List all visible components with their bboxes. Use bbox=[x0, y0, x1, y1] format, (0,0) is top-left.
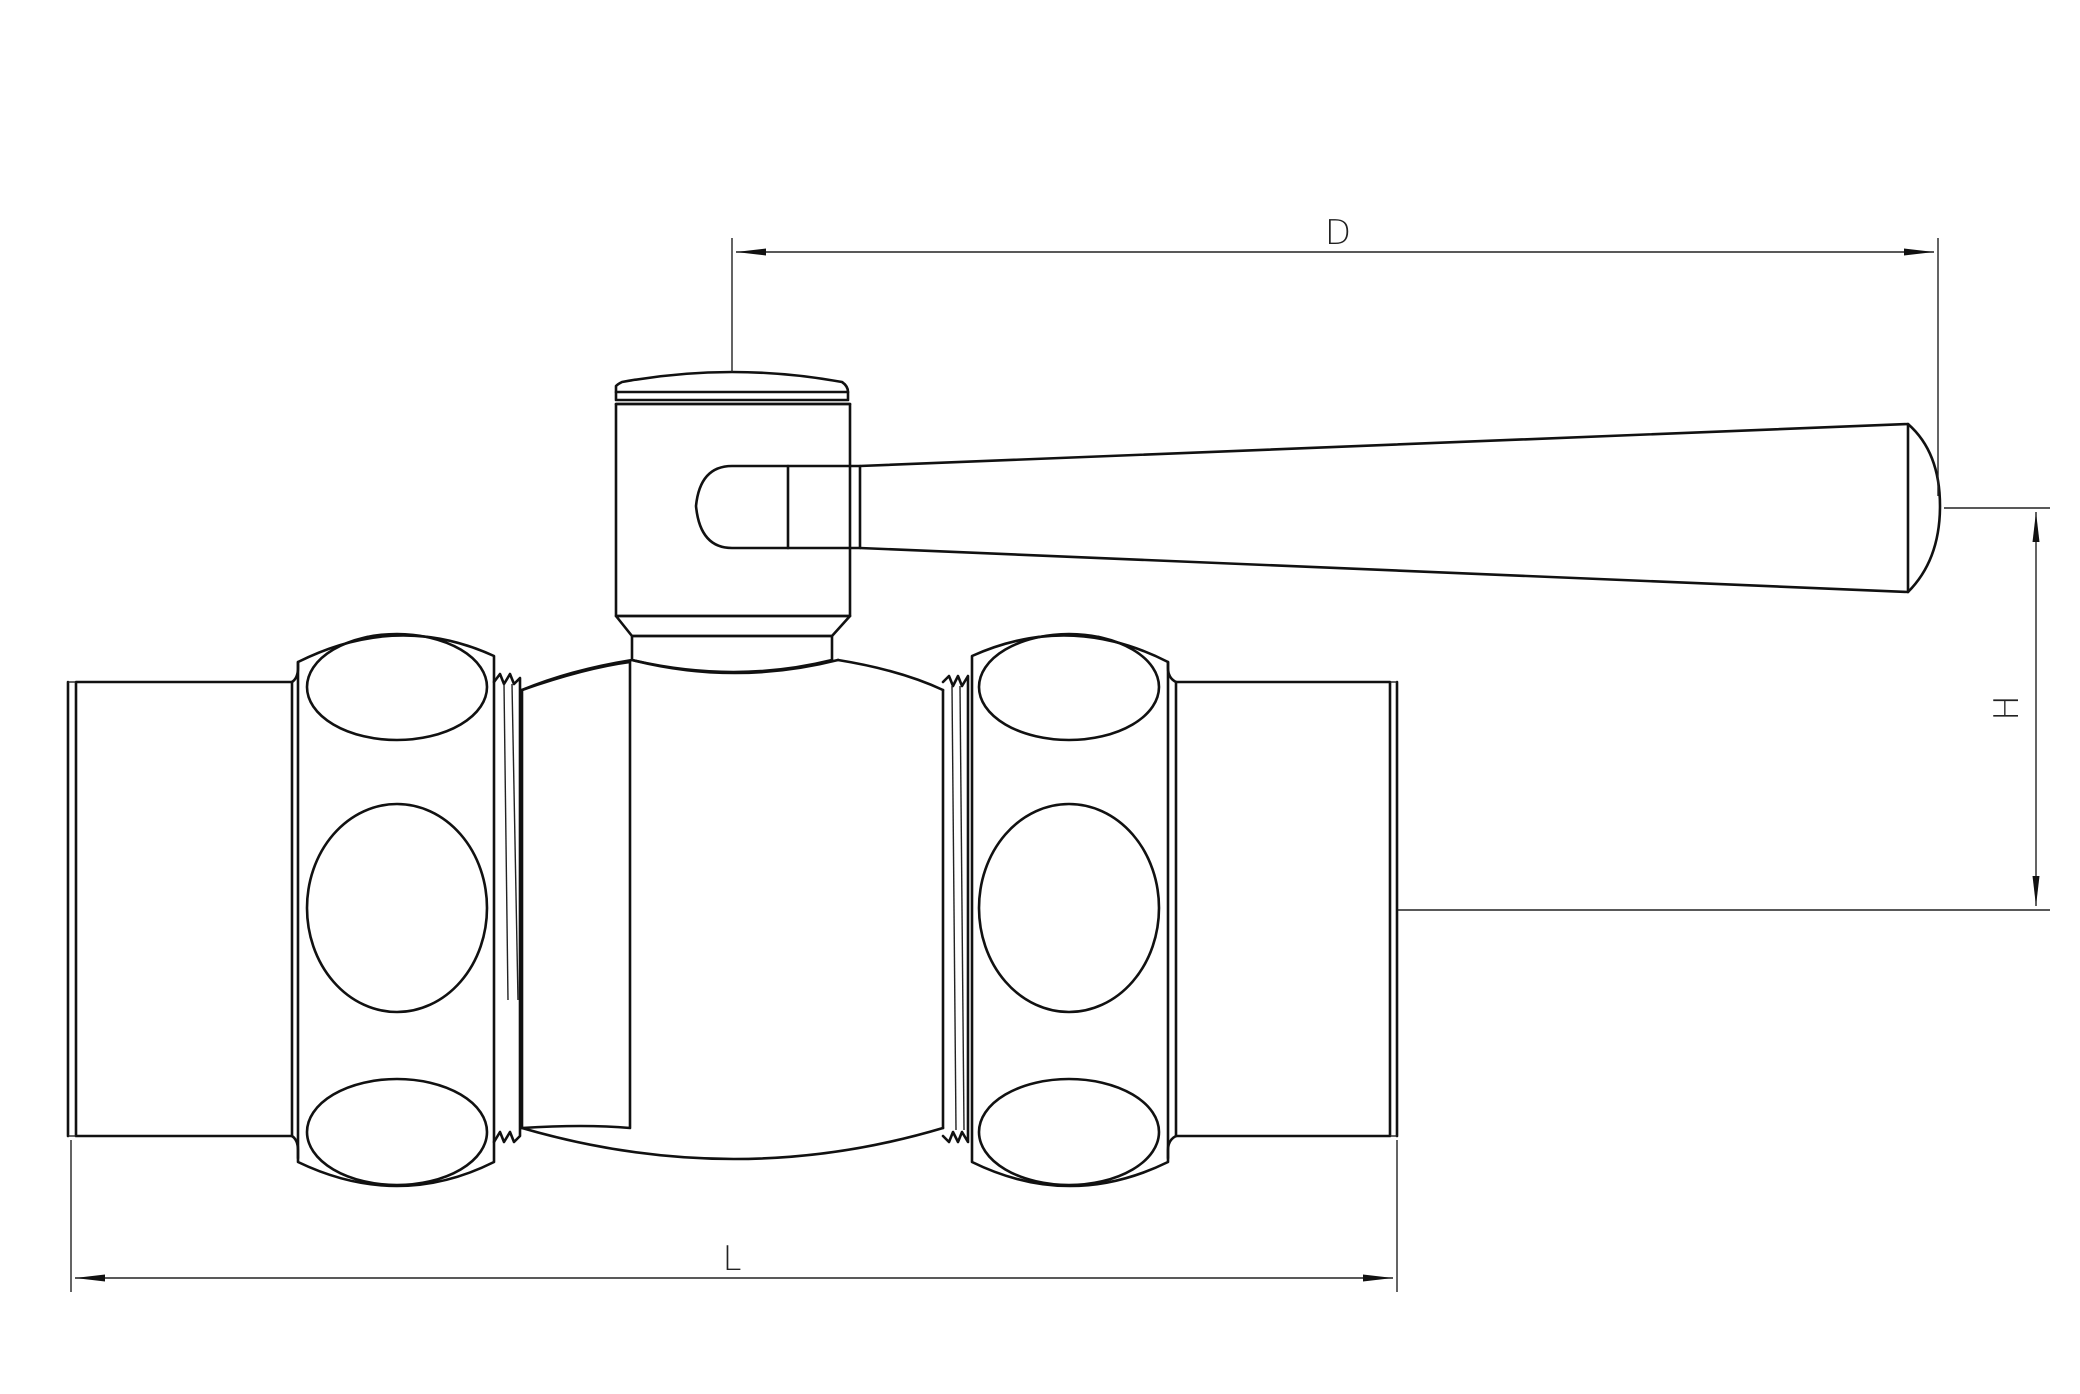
left-pipe-end bbox=[66, 660, 300, 1160]
dimension-h-label: H bbox=[1987, 695, 2027, 721]
right-pipe-end bbox=[1166, 660, 1399, 1160]
dimension-d-label: D bbox=[1325, 213, 1351, 253]
handle-socket bbox=[786, 464, 862, 550]
stem-assembly bbox=[614, 370, 1942, 674]
stem-head bbox=[614, 402, 852, 618]
dimension-h: H bbox=[1398, 507, 2050, 911]
stem-nub bbox=[694, 464, 790, 550]
left-union-nut bbox=[296, 632, 496, 1188]
right-thread bbox=[941, 674, 970, 1144]
lever-handle bbox=[858, 422, 1942, 594]
dimension-l-label: L bbox=[723, 1239, 742, 1279]
dimension-l: L bbox=[70, 1140, 1398, 1292]
right-union-nut bbox=[970, 632, 1170, 1188]
valve-body bbox=[66, 632, 1399, 1188]
left-thread bbox=[492, 672, 522, 1144]
center-body bbox=[520, 658, 945, 1161]
stem-collar bbox=[614, 614, 852, 638]
stem-cap bbox=[614, 370, 850, 402]
dimension-d: D bbox=[731, 213, 1939, 496]
stem-neck bbox=[630, 634, 834, 662]
